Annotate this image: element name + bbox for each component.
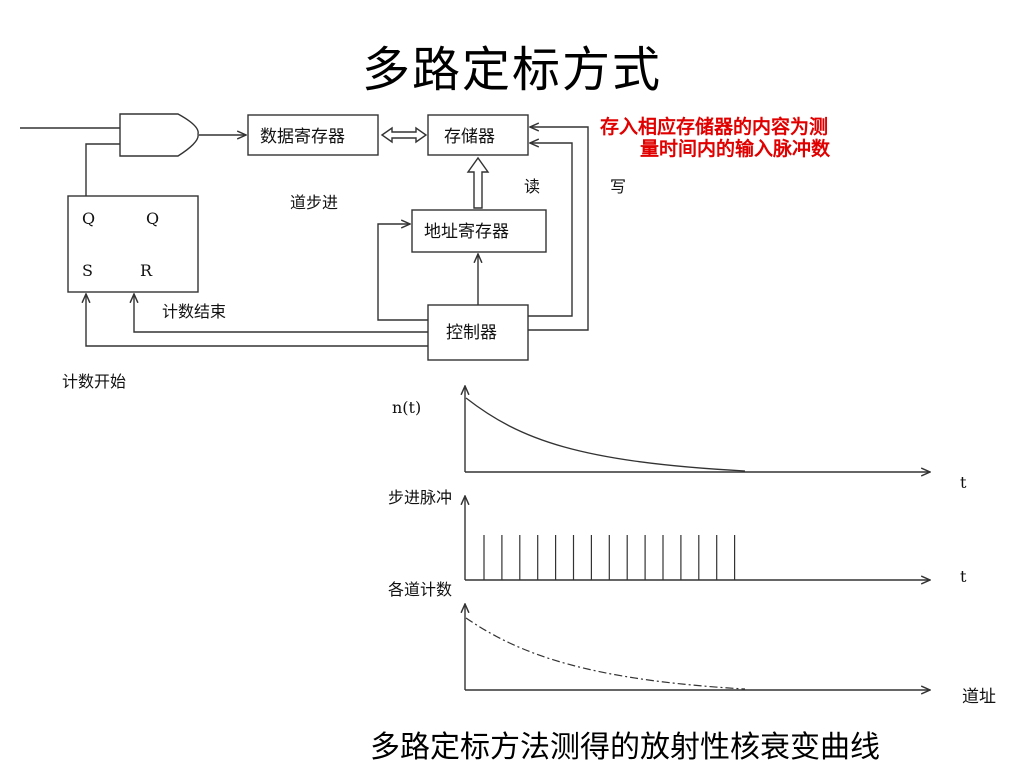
write-line (528, 127, 589, 331)
plot1-x-label: t (960, 473, 967, 492)
channel-step-loop (377, 224, 428, 321)
plot1-decay-curve (465, 397, 746, 472)
memory-content-note-line2: 量时间内的输入脉冲数 (640, 138, 831, 160)
read-label: 读 (524, 177, 540, 196)
and-gate (119, 113, 199, 157)
address-bus-arrow (466, 156, 490, 209)
read-line (528, 143, 573, 317)
data-register-box (247, 114, 379, 156)
memory-box (427, 114, 529, 156)
page-title: 多路定标方式 (361, 42, 662, 98)
plot1-y-label: n(t) (392, 398, 421, 417)
count-end-label: 计数结束 (162, 302, 226, 321)
memory-label: 存储器 (444, 127, 495, 147)
figure-caption: 多路定标方法测得的放射性核衰变曲线 (370, 730, 880, 765)
flipflop-q-bar-label: Q (146, 209, 159, 228)
plot3-x-label: 道址 (962, 687, 996, 707)
plot2-pulse-train (483, 535, 736, 580)
controller-label: 控制器 (446, 323, 497, 343)
count-start-label: 计数开始 (62, 372, 126, 391)
count-end-line (134, 294, 428, 333)
memory-content-note-line1: 存入相应存储器的内容为测 (600, 116, 829, 138)
plot2-x-label: t (960, 567, 967, 586)
flipflop-q-label: Q (82, 209, 95, 228)
block-diagram (20, 113, 589, 361)
flipflop-r-label: R (140, 261, 153, 280)
plot2-y-label: 步进脉冲 (388, 488, 452, 507)
rs-flipflop-box (67, 195, 199, 293)
data-register-label: 数据寄存器 (260, 127, 345, 147)
flipflop-s-label: S (82, 261, 93, 280)
plot3-channel-count-curve (465, 617, 746, 690)
write-label: 写 (610, 177, 626, 196)
memory-content-note: 存入相应存储器的内容为测 量时间内的输入脉冲数 (600, 116, 930, 160)
plot3-y-label: 各道计数 (388, 580, 452, 599)
address-register-label: 地址寄存器 (424, 222, 509, 242)
timing-plots (465, 386, 930, 690)
data-bus-double-arrow (380, 126, 428, 144)
channel-step-label: 道步进 (290, 193, 338, 212)
q-to-gate-line (85, 143, 120, 196)
address-register-box (411, 209, 547, 253)
count-start-line (86, 294, 428, 347)
